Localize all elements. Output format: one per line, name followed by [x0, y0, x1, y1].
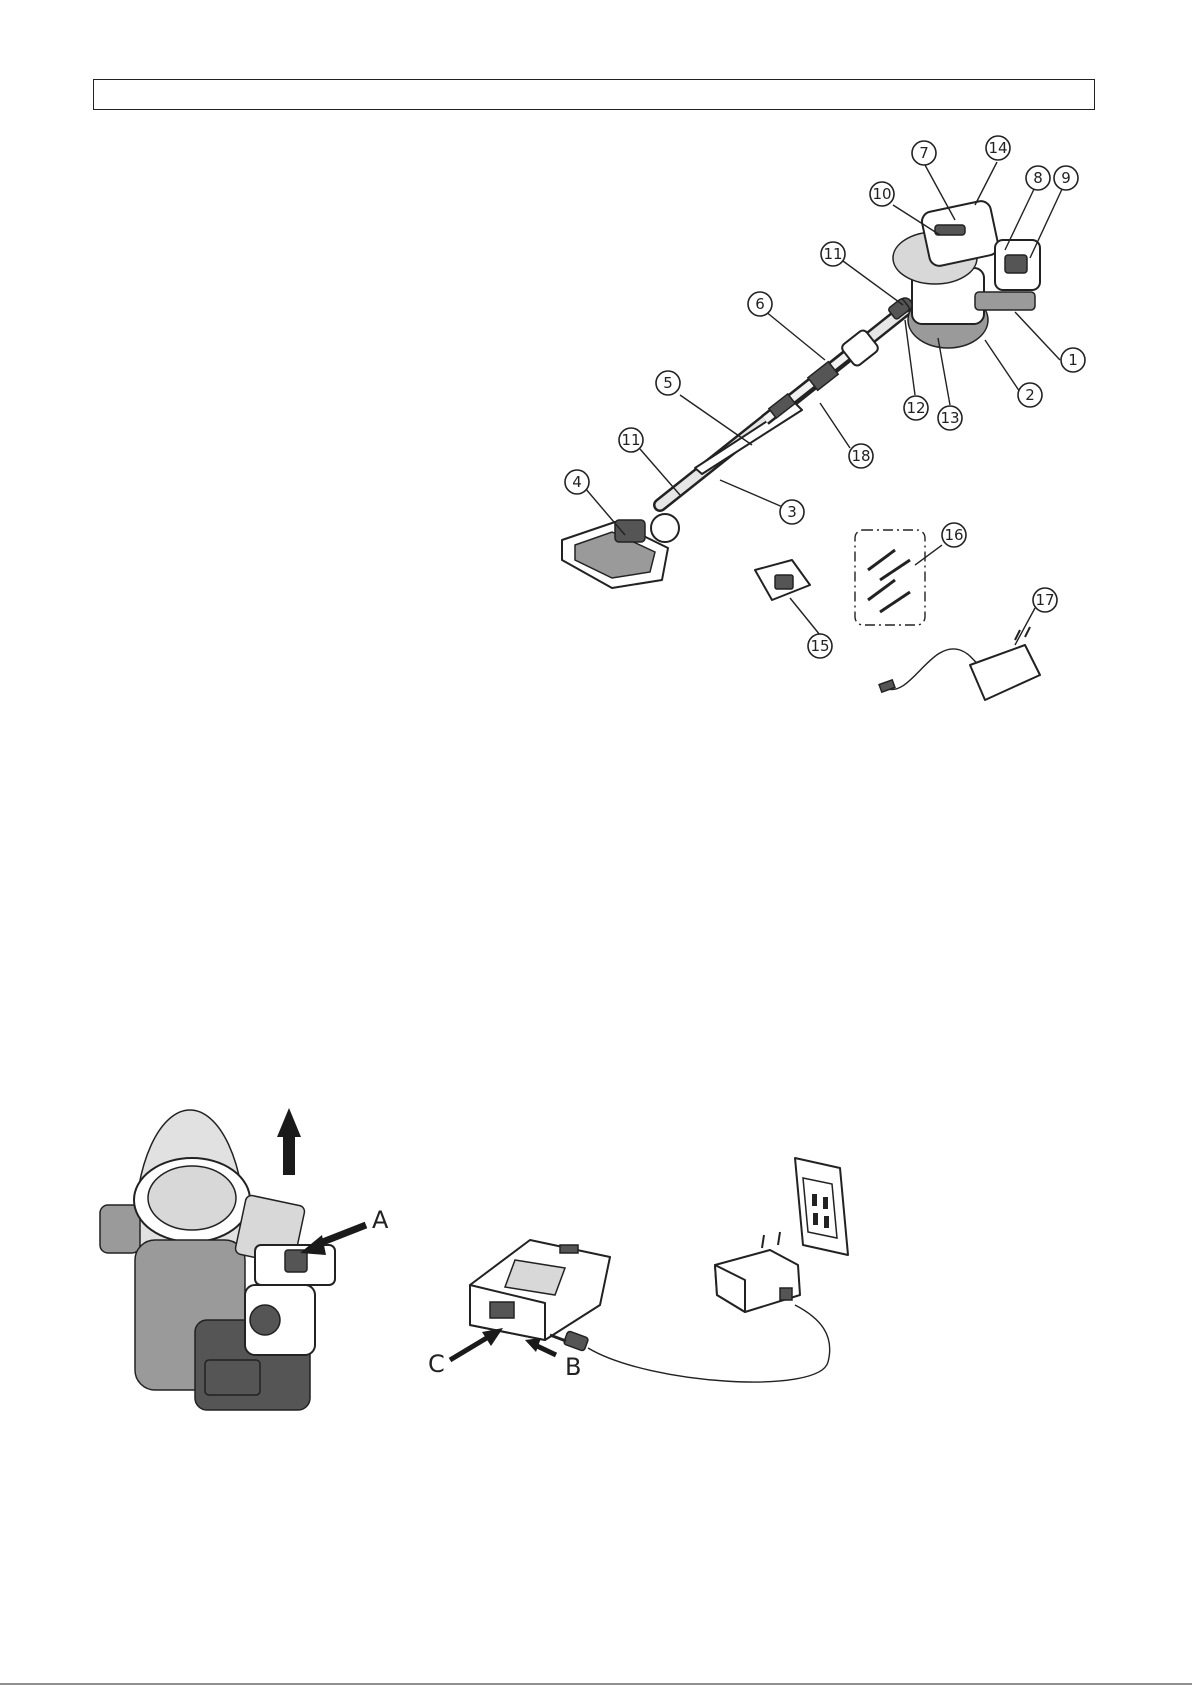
- callout-5: 5: [656, 371, 680, 395]
- svg-text:17: 17: [1035, 591, 1054, 609]
- figure-parts-overview: 1 2 3 4 5 6 7 8 9 10 11 11 12 13 14 15 1…: [562, 136, 1085, 700]
- svg-text:18: 18: [851, 447, 870, 465]
- callout-9: 9: [1054, 166, 1078, 190]
- wall-socket: [795, 1158, 848, 1255]
- callout-7: 7: [912, 141, 936, 165]
- handheld-body: [888, 199, 1040, 348]
- svg-text:12: 12: [906, 399, 925, 417]
- callout-14: 14: [986, 136, 1010, 160]
- callout-11-bottom: 11: [619, 428, 643, 452]
- figure-battery-removal: A: [100, 1108, 389, 1410]
- wall-mount: [755, 560, 810, 600]
- arrow-c-icon: [450, 1328, 503, 1360]
- callout-10: 10: [870, 182, 894, 206]
- svg-text:8: 8: [1033, 169, 1043, 187]
- svg-text:7: 7: [919, 144, 929, 162]
- crevice-tool: [695, 403, 802, 474]
- battery-pack: [470, 1240, 610, 1340]
- svg-text:1: 1: [1068, 351, 1078, 369]
- svg-text:11: 11: [621, 431, 640, 449]
- callout-8: 8: [1026, 166, 1050, 190]
- figure-charging: C B: [428, 1158, 848, 1382]
- svg-text:6: 6: [755, 295, 765, 313]
- svg-text:4: 4: [572, 473, 582, 491]
- svg-text:13: 13: [940, 409, 959, 427]
- svg-text:2: 2: [1025, 386, 1035, 404]
- svg-text:11: 11: [823, 245, 842, 263]
- arrow-b-icon: [525, 1338, 556, 1355]
- svg-text:9: 9: [1061, 169, 1071, 187]
- svg-text:3: 3: [787, 503, 797, 521]
- label-c: C: [428, 1350, 445, 1378]
- callout-15: 15: [808, 634, 832, 658]
- callout-17: 17: [1033, 588, 1057, 612]
- svg-text:15: 15: [810, 637, 829, 655]
- label-b: B: [565, 1353, 581, 1381]
- charging-adapter: [879, 627, 1040, 700]
- callout-16: 16: [942, 523, 966, 547]
- callout-18: 18: [849, 444, 873, 468]
- callout-13: 13: [938, 406, 962, 430]
- callout-12: 12: [904, 396, 928, 420]
- label-a: A: [372, 1206, 389, 1234]
- floor-brush: [562, 514, 679, 588]
- screws-box: [855, 530, 925, 625]
- svg-text:5: 5: [663, 374, 673, 392]
- callout-2: 2: [1018, 383, 1042, 407]
- svg-text:10: 10: [872, 185, 891, 203]
- callout-1: 1: [1061, 348, 1085, 372]
- power-adapter: [715, 1232, 800, 1312]
- callout-3: 3: [780, 500, 804, 524]
- callout-6: 6: [748, 292, 772, 316]
- callout-11-top: 11: [821, 242, 845, 266]
- charging-cable: [550, 1305, 830, 1382]
- up-arrow-icon: [277, 1108, 301, 1175]
- svg-text:14: 14: [988, 139, 1007, 157]
- callout-4: 4: [565, 470, 589, 494]
- svg-text:16: 16: [944, 526, 963, 544]
